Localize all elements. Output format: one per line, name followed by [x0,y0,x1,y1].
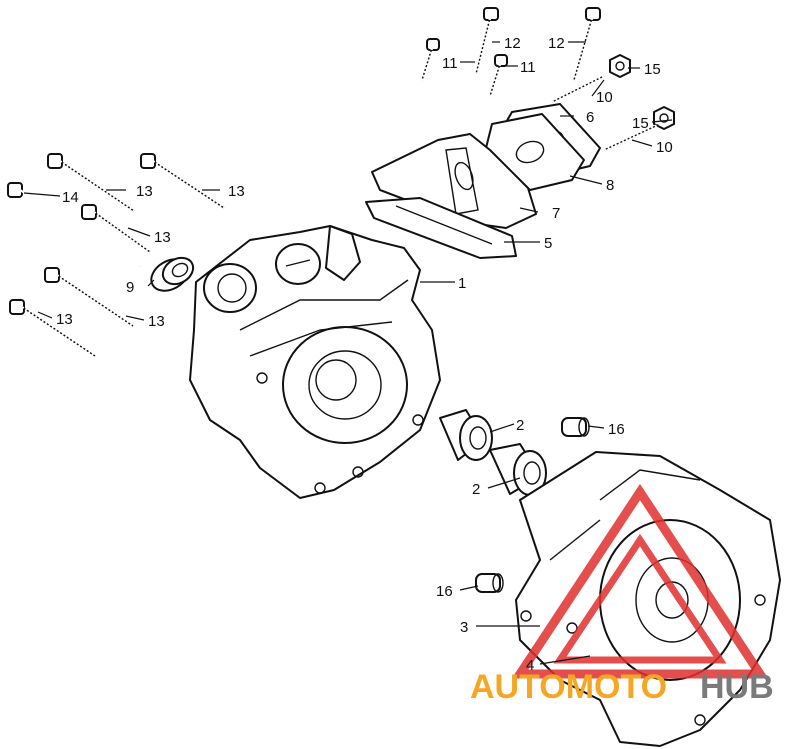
callout-13-c: 13 [154,229,171,246]
bolt-11-a [420,38,440,81]
stud-10-b [603,122,661,152]
bolt-13-c [81,204,151,253]
callout-16-a: 16 [608,421,625,438]
callout-13-b: 13 [228,183,245,200]
callout-7: 7 [552,205,560,222]
watermark: AUTOMOTO HUB [470,668,774,706]
nut-15-a [609,54,631,78]
callout-1: 1 [458,275,466,292]
callout-13-d: 13 [148,313,165,330]
callout-12-a: 12 [504,35,521,52]
oil-seal-9 [150,256,195,292]
bolt-13-e [9,299,96,357]
watermark-text-hub: HUB [700,668,774,706]
bolt-11-b [488,54,508,97]
callout-5: 5 [544,235,552,252]
callout-11-b: 11 [520,59,536,76]
bolt-12-a [474,7,499,75]
callout-15-b: 15 [632,115,649,132]
callout-13-e: 13 [56,311,73,328]
stud-10-a [551,74,605,104]
bolt-13-b [140,153,225,209]
bolt-12-b [572,7,601,81]
callout-labels: 1 2 2 3 4 5 6 7 8 9 10 10 11 11 12 12 13… [56,35,673,674]
bearing-2-a [439,409,493,461]
watermark-logo [511,483,769,679]
callout-9: 9 [126,279,134,296]
callout-15-a: 15 [644,61,661,78]
leader-lines [23,41,673,665]
reed-valve-7 [371,133,537,229]
callout-12-b: 12 [548,35,565,52]
watermark-text-automoto: AUTOMOTO [470,668,667,706]
reed-gasket-5 [365,197,517,259]
bolt-13-d [44,267,134,327]
callout-16-b: 16 [436,583,453,600]
callout-11-a: 11 [442,55,458,72]
dowel-16-b [475,573,504,593]
dowel-16-a [561,417,590,437]
callout-13-a: 13 [136,183,153,200]
callout-8: 8 [606,177,614,194]
left-crankcase-1 [189,225,441,499]
bolt-14 [7,182,141,267]
callout-10-b: 10 [656,139,673,156]
callout-3: 3 [460,619,468,636]
bolt-13-a [47,153,135,212]
callout-10-a: 10 [596,89,613,106]
bearing-2-b [489,443,547,496]
callout-4: 4 [526,657,534,674]
callout-2-a: 2 [516,417,524,434]
callout-2-b: 2 [472,481,480,498]
callout-14: 14 [62,189,79,206]
callout-6: 6 [586,109,594,126]
